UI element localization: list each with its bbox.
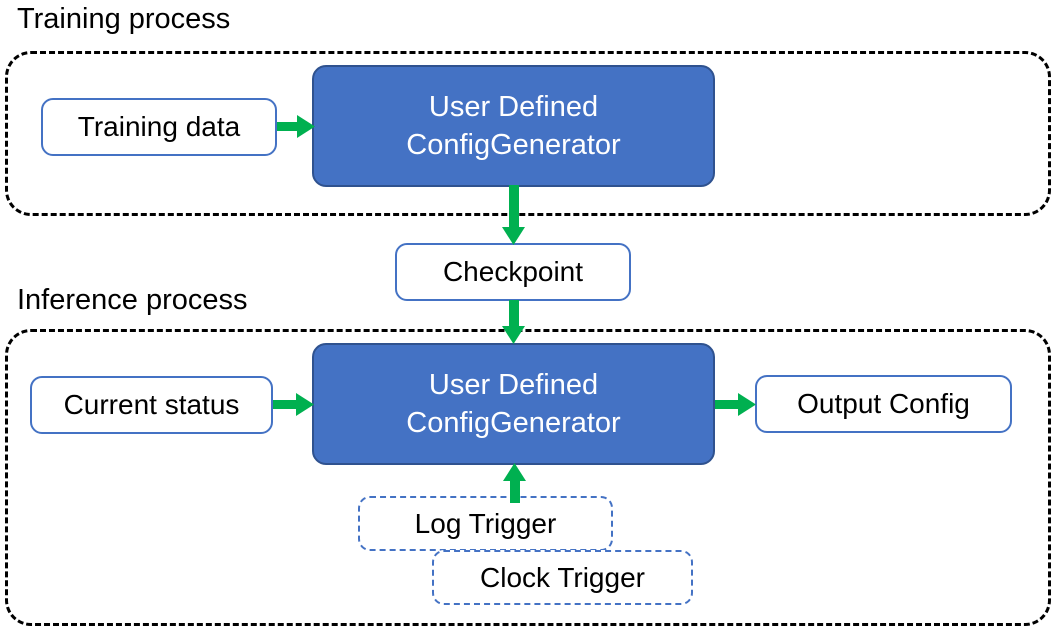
log-trigger-node[interactable]: Log Trigger (358, 496, 613, 551)
clock-trigger-label: Clock Trigger (480, 561, 645, 593)
arrow-training-data-to-generator (277, 115, 315, 138)
output-config-node[interactable]: Output Config (755, 375, 1012, 433)
current-status-label: Current status (63, 388, 240, 420)
checkpoint-label: Checkpoint (442, 255, 584, 287)
training-process-container (5, 51, 1051, 216)
inference-generator-line2: ConfigGenerator (406, 407, 621, 439)
inference-process-title: Inference process (17, 284, 248, 316)
checkpoint-node[interactable]: Checkpoint (395, 243, 631, 301)
arrow-checkpoint-to-inference-generator (502, 300, 525, 344)
inference-config-generator-node[interactable]: User Defined ConfigGenerator (312, 343, 715, 465)
arrow-log-trigger-to-generator (503, 463, 526, 503)
output-config-label: Output Config (797, 387, 970, 419)
arrow-current-status-to-generator (273, 393, 314, 416)
log-trigger-label: Log Trigger (414, 507, 557, 539)
training-data-label: Training data (77, 110, 241, 142)
training-generator-line2: ConfigGenerator (406, 129, 621, 161)
training-data-node[interactable]: Training data (41, 98, 277, 156)
arrow-generator-to-checkpoint (502, 185, 525, 245)
inference-generator-line1: User Defined (428, 369, 599, 401)
inference-process-container (5, 329, 1051, 626)
clock-trigger-node[interactable]: Clock Trigger (432, 550, 693, 605)
training-generator-line1: User Defined (428, 91, 599, 123)
training-process-title: Training process (17, 3, 231, 35)
training-config-generator-node[interactable]: User Defined ConfigGenerator (312, 65, 715, 187)
arrow-generator-to-output-config (715, 393, 756, 416)
current-status-node[interactable]: Current status (30, 376, 273, 434)
